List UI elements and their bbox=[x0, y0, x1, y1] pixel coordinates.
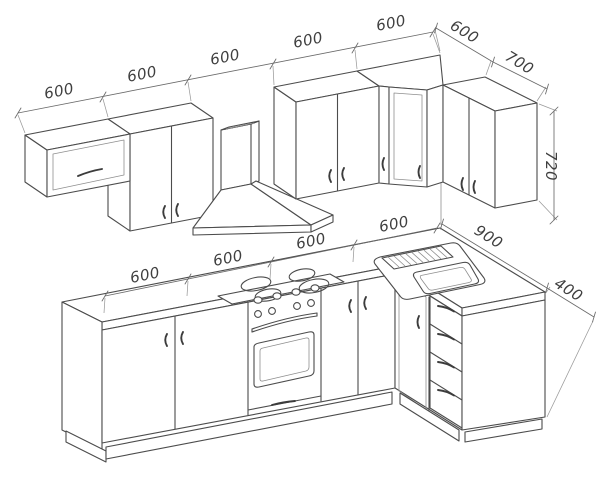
dim-label-wall-seg-1: 600 bbox=[43, 79, 76, 102]
oven-handle bbox=[251, 315, 318, 333]
range-hood bbox=[192, 120, 334, 236]
dim-label-wall-seg-3: 600 bbox=[209, 45, 242, 68]
door-handle bbox=[164, 333, 168, 347]
drawer-handle bbox=[437, 389, 455, 397]
oven-knob bbox=[254, 310, 262, 318]
dim-label-base-seg-4: 600 bbox=[377, 212, 410, 236]
dim-label-wall-corner: 600 bbox=[447, 16, 482, 47]
base-cabinets-right-run bbox=[394, 273, 546, 443]
oven-drawer-handle bbox=[271, 400, 296, 406]
plinth bbox=[399, 392, 543, 443]
sink bbox=[373, 242, 486, 300]
wall-cabinet-double-right bbox=[273, 70, 380, 200]
dim-label-wall-seg-2: 600 bbox=[126, 62, 159, 85]
dim-label-base-right-depth: 900 bbox=[471, 221, 506, 252]
wall-height-dimension: 720 bbox=[538, 103, 560, 225]
oven-window bbox=[253, 331, 315, 388]
door-handle bbox=[180, 331, 184, 345]
door-handle bbox=[328, 169, 332, 183]
oven-knob bbox=[293, 302, 301, 310]
burner bbox=[298, 278, 330, 294]
drawer-unit bbox=[429, 295, 546, 431]
door-handle bbox=[416, 315, 420, 329]
oven-handle bbox=[251, 312, 318, 330]
oven-knob bbox=[268, 307, 276, 315]
wall-corner-dimension: 600 bbox=[434, 16, 495, 76]
cooktop bbox=[217, 268, 345, 305]
drawer-handle bbox=[437, 361, 455, 369]
dim-label-wall-seg-4: 600 bbox=[292, 28, 325, 51]
plinth bbox=[65, 391, 393, 463]
dim-label-wall-seg-5: 600 bbox=[375, 11, 408, 34]
base-dimension-line: 600 600 600 600 bbox=[101, 212, 441, 314]
burner bbox=[240, 276, 272, 292]
base-cabinets-left-run bbox=[61, 273, 396, 463]
drainboard-ribs bbox=[387, 247, 448, 268]
sink-drainboard bbox=[381, 245, 454, 270]
base-drawer-width-dimension: 400 bbox=[546, 274, 596, 418]
door-handle bbox=[162, 205, 166, 219]
door-handle bbox=[460, 177, 464, 191]
dim-label-base-drawer-width: 400 bbox=[551, 274, 586, 305]
oven-knob bbox=[307, 299, 315, 307]
drawer-handle bbox=[437, 305, 455, 313]
cooktop-knob bbox=[310, 284, 320, 292]
corner-wall-cabinet bbox=[356, 54, 444, 188]
burner bbox=[288, 268, 316, 282]
door-handle bbox=[472, 180, 476, 194]
dim-label-base-seg-1: 600 bbox=[128, 263, 161, 287]
right-wall-cabinet bbox=[442, 76, 538, 209]
dim-label-wall-right-width: 700 bbox=[502, 47, 537, 78]
door-handle bbox=[348, 299, 352, 313]
door-handle bbox=[363, 296, 367, 310]
cooktop-knob bbox=[272, 292, 282, 300]
wall-dimension-line: 600 600 600 600 600 bbox=[14, 11, 441, 134]
door-handle bbox=[381, 157, 385, 171]
door-handle bbox=[175, 203, 179, 217]
dim-label-wall-height: 720 bbox=[542, 151, 560, 181]
cooktop-knob bbox=[253, 296, 263, 304]
wall-cabinet-short bbox=[24, 118, 131, 198]
drawer-handle bbox=[437, 333, 455, 341]
dim-label-base-seg-2: 600 bbox=[211, 246, 244, 270]
cooktop-knob bbox=[291, 288, 301, 296]
door-handle bbox=[341, 167, 345, 181]
built-in-oven bbox=[247, 299, 322, 411]
door-handle bbox=[417, 165, 421, 179]
sink-basin bbox=[412, 261, 480, 295]
dim-label-base-seg-3: 600 bbox=[294, 229, 327, 253]
flap-handle bbox=[77, 168, 103, 177]
